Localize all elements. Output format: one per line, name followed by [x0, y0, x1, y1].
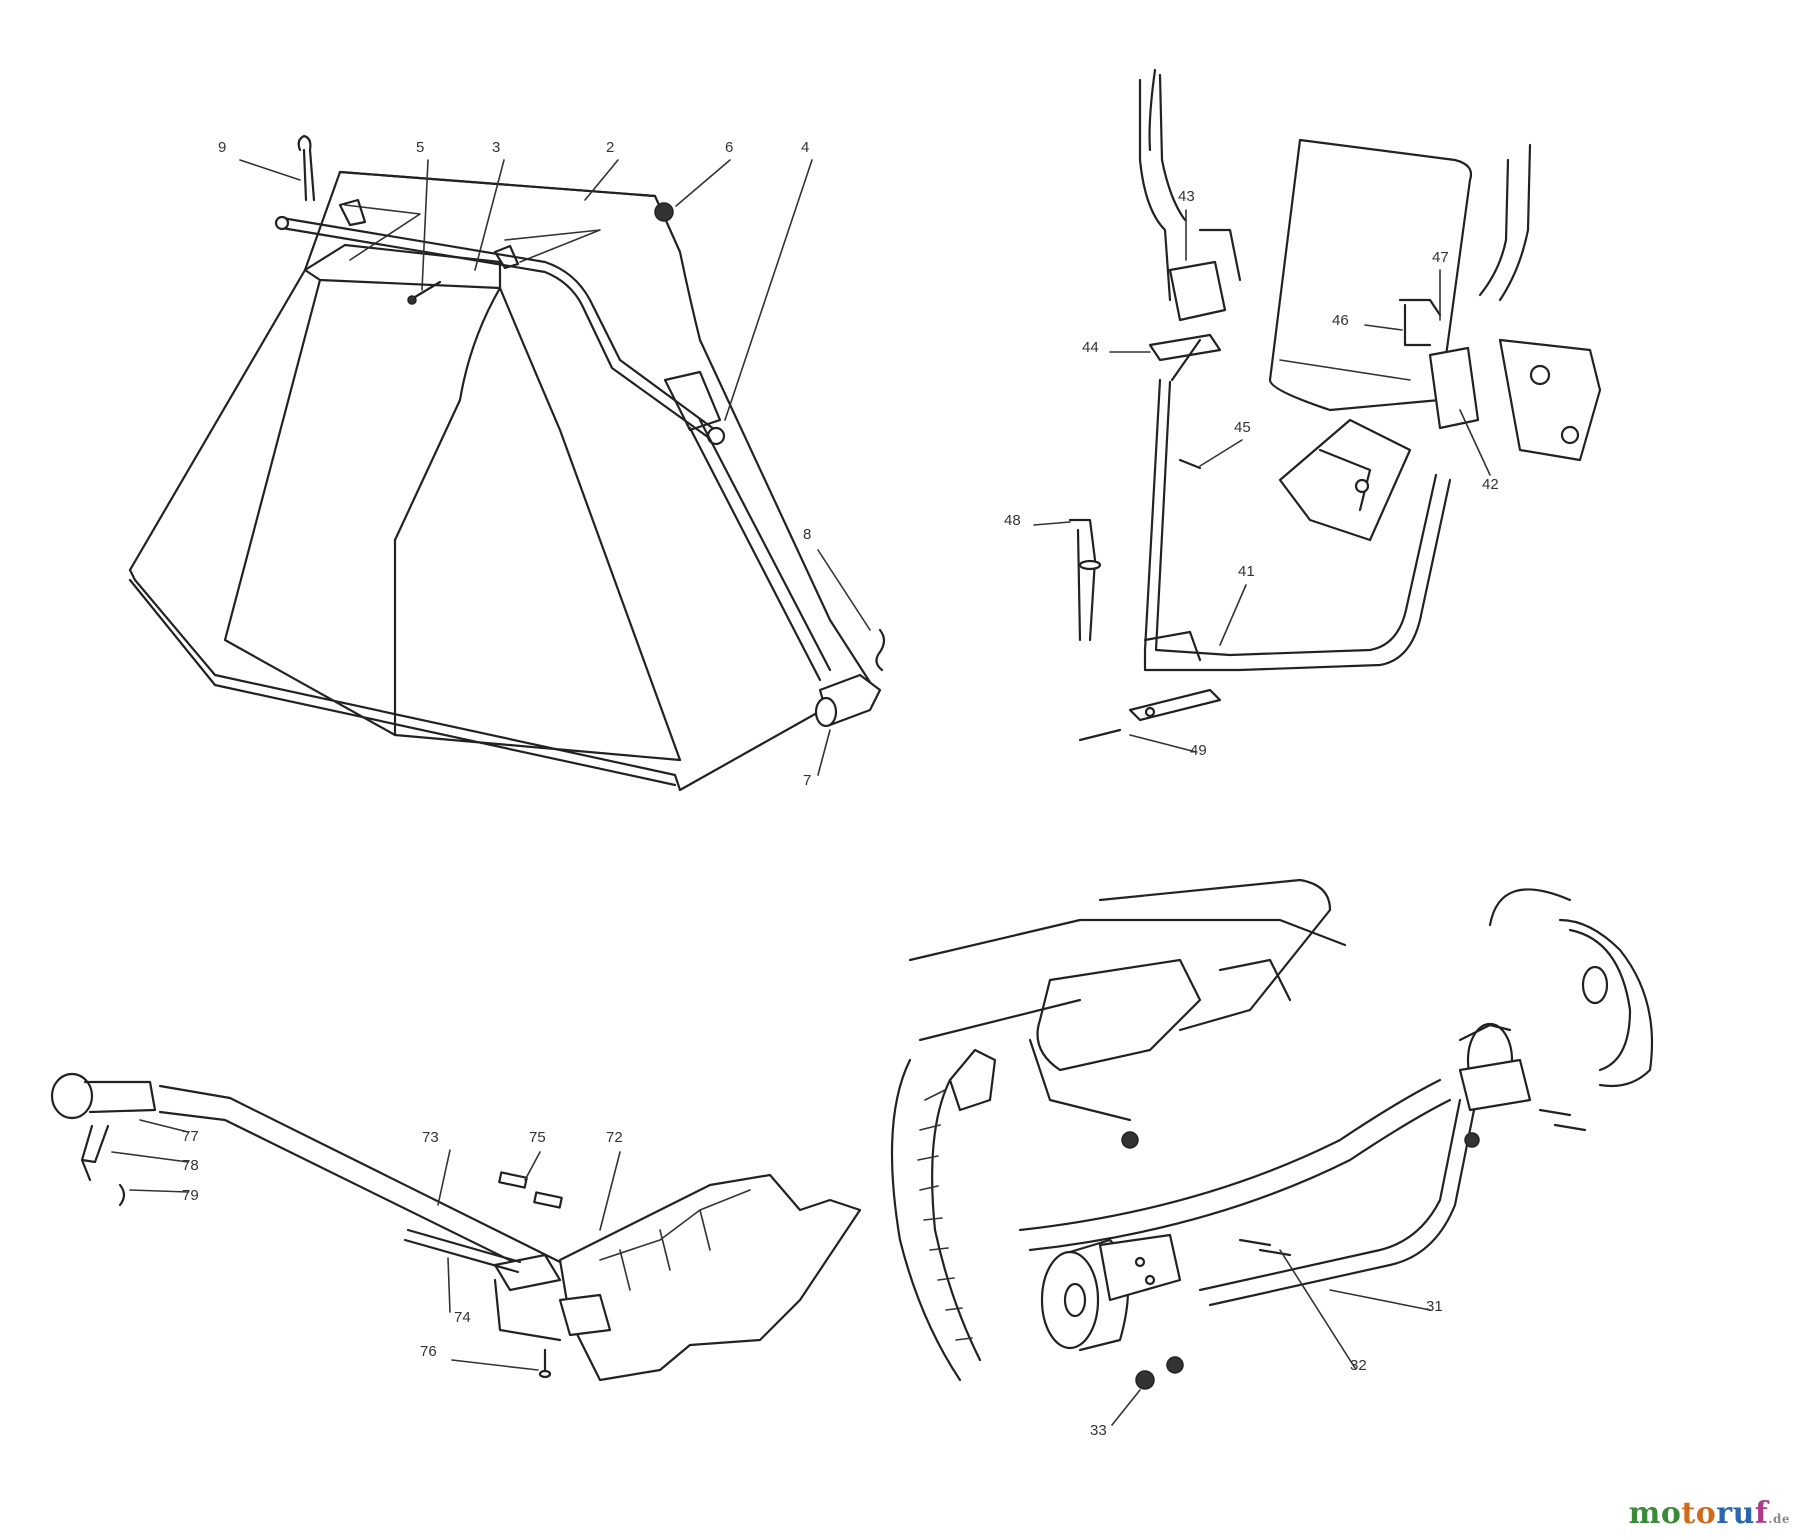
part-callout-31: 31	[1426, 1298, 1443, 1315]
handle-lever-drawing	[50, 1072, 862, 1382]
part-callout-5: 5	[416, 139, 425, 156]
part-callout-73: 73	[422, 1129, 439, 1146]
part-callout-46: 46	[1332, 312, 1349, 329]
part-callout-79: 79	[182, 1187, 199, 1204]
part-callout-49: 49	[1190, 742, 1207, 759]
part-callout-75: 75	[529, 1129, 546, 1146]
part-callout-43: 43	[1178, 188, 1195, 205]
part-callout-44: 44	[1082, 339, 1099, 356]
part-callout-9: 9	[218, 139, 227, 156]
part-callout-72: 72	[606, 1129, 623, 1146]
watermark-logo: motoruf.de	[1628, 1496, 1790, 1531]
part-callout-32: 32	[1350, 1357, 1367, 1374]
part-callout-3: 3	[492, 139, 501, 156]
part-callout-7: 7	[803, 772, 812, 789]
part-callout-2: 2	[606, 139, 615, 156]
part-callout-8: 8	[803, 526, 812, 543]
part-callout-74: 74	[454, 1309, 471, 1326]
grass-catcher-drawing	[128, 134, 886, 792]
part-callout-4: 4	[801, 139, 810, 156]
part-callout-48: 48	[1004, 512, 1021, 529]
part-callout-77: 77	[182, 1128, 199, 1145]
part-callout-42: 42	[1482, 476, 1499, 493]
part-callout-45: 45	[1234, 419, 1251, 436]
height-adjuster-drawing	[1033, 68, 1602, 753]
part-callout-33: 33	[1090, 1422, 1107, 1439]
part-callout-76: 76	[420, 1343, 437, 1360]
part-callout-41: 41	[1238, 563, 1255, 580]
wheel-axle-drawing	[890, 878, 1654, 1426]
part-callout-6: 6	[725, 139, 734, 156]
part-callout-47: 47	[1432, 249, 1449, 266]
part-callout-78: 78	[182, 1157, 199, 1174]
